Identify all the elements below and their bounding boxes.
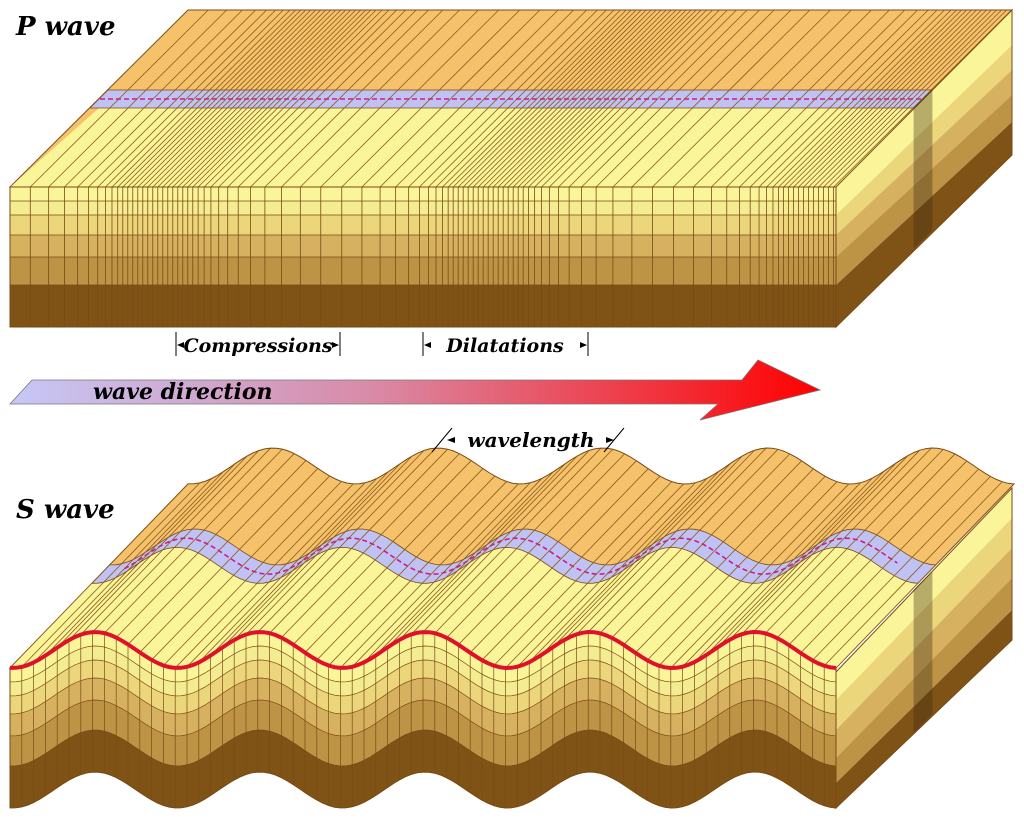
p-wave-front-face — [10, 187, 836, 327]
p-wave-title: P wave — [15, 12, 115, 42]
s-wave-title: S wave — [16, 495, 115, 525]
compressions-marker: Compressions — [176, 332, 340, 357]
compressions-label: Compressions — [183, 335, 332, 357]
s-wave-front-face — [10, 632, 836, 808]
wave-direction-label: wave direction — [93, 379, 273, 405]
s-wave-block — [10, 448, 1014, 808]
p-wave-block — [10, 10, 1012, 327]
dilatations-label: Dilatations — [445, 335, 564, 357]
wavelength-label: wavelength — [467, 428, 594, 452]
dilatations-marker: Dilatations — [423, 332, 588, 357]
